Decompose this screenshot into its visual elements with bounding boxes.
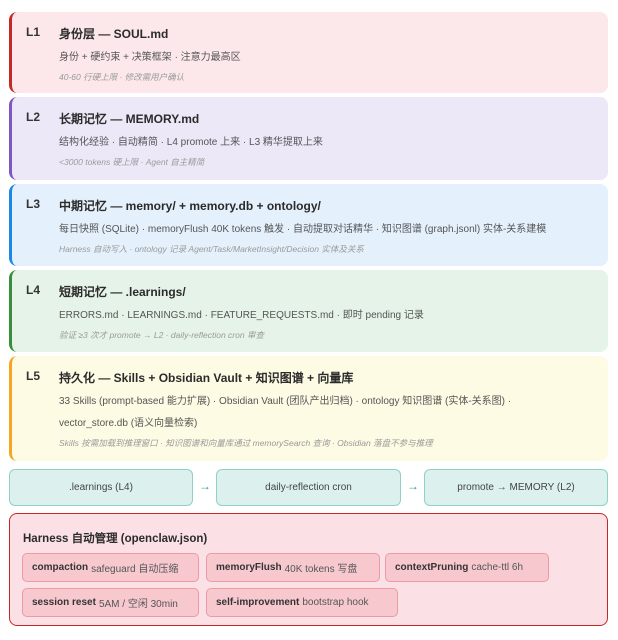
layer-card-l4: L4 短期记忆 — .learnings/ ERRORS.md · LEARNI…: [9, 270, 608, 352]
harness-title: Harness 自动管理 (openclaw.json): [23, 533, 208, 545]
chip-value: bootstrap hook: [302, 597, 369, 608]
layer-card-l5: L5 持久化 — Skills + Obsidian Vault + 知识图谱 …: [9, 356, 608, 461]
layer-title: 持久化 — Skills + Obsidian Vault + 知识图谱 + 向…: [59, 371, 354, 385]
flow-step-label: promote → MEMORY (L2): [457, 482, 575, 493]
layer-description: 结构化经验 · 自动精简 · L4 promote 上来 · L3 精华提取上来: [59, 137, 323, 148]
chip-key: self-improvement: [216, 597, 300, 608]
layer-description: 每日快照 (SQLite) · memoryFlush 40K tokens 触…: [59, 224, 547, 235]
chip-value: 5AM / 空闲 30min: [98, 599, 178, 610]
chip-memory-flush: memoryFlush 40K tokens 写盘: [206, 553, 380, 582]
chip-value: safeguard 自动压缩: [91, 564, 179, 575]
chip-context-pruning: contextPruning cache-ttl 6h: [385, 553, 549, 582]
layer-description: 33 Skills (prompt-based 能力扩展) · Obsidian…: [59, 396, 512, 429]
flow-step-label: .learnings (L4): [69, 482, 133, 493]
layer-level: L3: [26, 197, 41, 211]
layer-title: 中期记忆 — memory/ + memory.db + ontology/: [59, 199, 321, 213]
layer-card-l3: L3 中期记忆 — memory/ + memory.db + ontology…: [9, 184, 608, 266]
layer-card-l2: L2 长期记忆 — MEMORY.md 结构化经验 · 自动精简 · L4 pr…: [9, 97, 608, 180]
layer-note: Skills 按需加载到推理窗口 · 知识图谱和向量库通过 memorySear…: [59, 438, 433, 448]
layer-title: 长期记忆 — MEMORY.md: [59, 112, 200, 126]
layer-level: L1: [26, 25, 41, 39]
layer-level: L2: [26, 110, 41, 124]
layer-card-l1: L1 身份层 — SOUL.md 身份 + 硬约束 + 决策框架 · 注意力最高…: [9, 12, 608, 93]
harness-panel: Harness 自动管理 (openclaw.json) compaction …: [9, 513, 608, 626]
chip-key: contextPruning: [395, 562, 469, 573]
flow-step-daily-reflection: daily-reflection cron: [216, 469, 401, 506]
arrow-right-icon: →: [407, 479, 419, 493]
chip-value: 40K tokens 写盘: [284, 564, 358, 575]
layer-description: ERRORS.md · LEARNINGS.md · FEATURE_REQUE…: [59, 310, 424, 321]
layer-description: 身份 + 硬约束 + 决策框架 · 注意力最高区: [59, 52, 241, 63]
chip-key: compaction: [32, 562, 89, 573]
chip-self-improvement: self-improvement bootstrap hook: [206, 588, 398, 617]
layer-title: 短期记忆 — .learnings/: [59, 285, 186, 299]
layer-note: <3000 tokens 硬上限 · Agent 自主精简: [59, 157, 205, 167]
chip-compaction: compaction safeguard 自动压缩: [22, 553, 199, 582]
flow-step-promote: promote → MEMORY (L2): [424, 469, 608, 506]
chip-session-reset: session reset 5AM / 空闲 30min: [22, 588, 199, 617]
layer-title: 身份层 — SOUL.md: [59, 27, 169, 41]
chip-value: cache-ttl 6h: [471, 562, 524, 573]
layer-level: L5: [26, 369, 41, 383]
layer-note: 验证 ≥3 次才 promote → L2 · daily-reflection…: [59, 330, 264, 340]
arrow-right-icon: →: [199, 479, 211, 493]
layer-note: Harness 自动写入 · ontology 记录 Agent/Task/Ma…: [59, 244, 364, 254]
chip-key: memoryFlush: [216, 562, 282, 573]
chip-key: session reset: [32, 597, 96, 608]
flow-step-learnings: .learnings (L4): [9, 469, 193, 506]
flow-step-label: daily-reflection cron: [265, 482, 352, 493]
layer-note: 40-60 行硬上限 · 修改需用户确认: [59, 72, 185, 82]
layer-level: L4: [26, 283, 41, 297]
